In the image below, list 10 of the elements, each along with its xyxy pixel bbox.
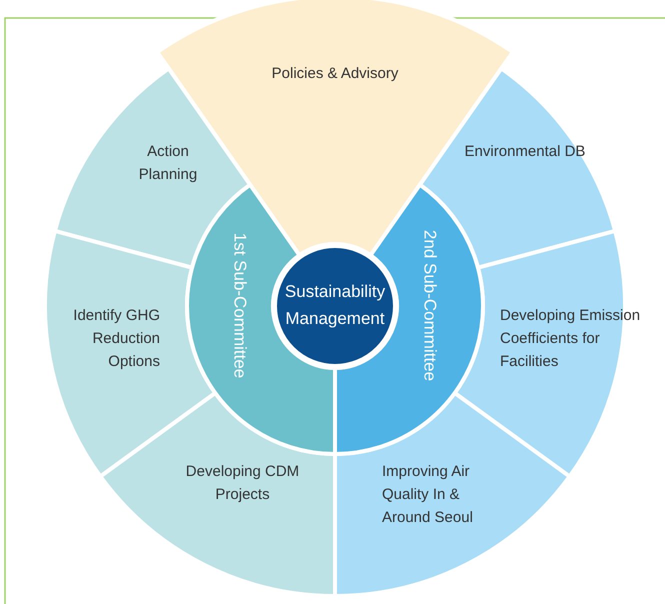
segment-label: Improving Air Quality In & Around Seoul	[382, 462, 474, 528]
segment-label: Sustainability Management	[284, 281, 386, 330]
segment-label: Policies & Advisory	[270, 64, 400, 84]
segment-label: Environmental DB	[464, 142, 586, 162]
segment-label: Identify GHG Reduction Options	[72, 306, 160, 372]
segment-label: Action Planning	[138, 142, 198, 185]
segment-label: Developing Emission Coefficients for Facilities	[500, 306, 642, 372]
segment-label: 2nd Sub-Committee	[420, 228, 440, 384]
segment-label: Developing CDM Projects	[184, 462, 300, 505]
segment-label: 1st Sub-Committee	[230, 232, 250, 380]
